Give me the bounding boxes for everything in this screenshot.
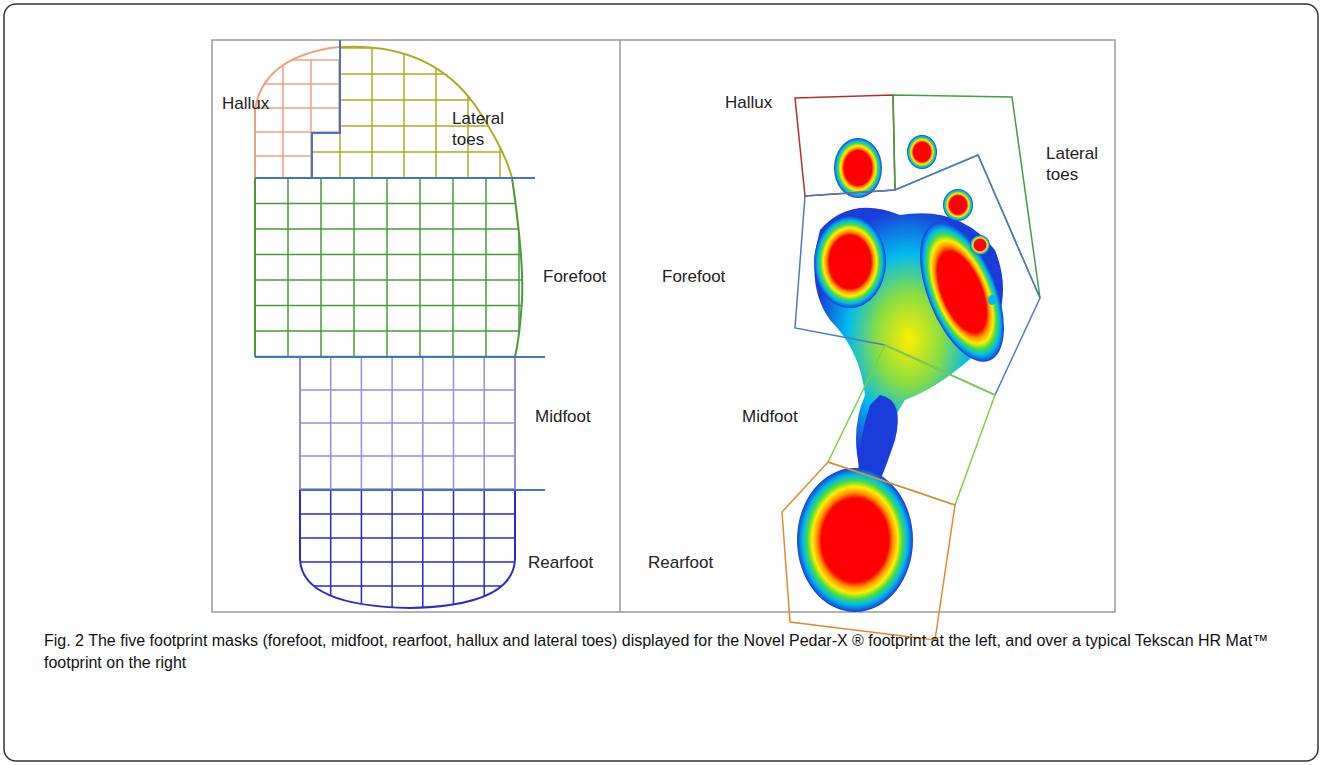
mask-dividers <box>255 40 545 490</box>
grid-line <box>240 489 575 491</box>
grid-line <box>300 357 515 358</box>
grid-line <box>361 490 363 610</box>
midfoot-outline <box>300 357 515 490</box>
region-label: Forefoot <box>662 266 742 287</box>
hallux-grid <box>195 60 400 178</box>
grid-line <box>287 178 289 357</box>
pressure-footprint <box>797 135 1021 612</box>
grid-line <box>300 422 515 424</box>
grid-line <box>240 513 575 515</box>
region-label: Lateral toes <box>1046 143 1112 186</box>
grid-line <box>195 59 400 61</box>
grid-line <box>300 455 515 457</box>
forefoot-outline <box>255 178 522 357</box>
outer-frame <box>4 4 1318 761</box>
grid-line <box>280 73 590 75</box>
region-label: Forefoot <box>543 266 623 287</box>
grid-line <box>300 488 515 490</box>
region-label: Rearfoot <box>528 552 608 573</box>
grid-line <box>280 125 590 127</box>
grid-line <box>240 609 575 611</box>
grid-line <box>422 490 424 610</box>
grid-line <box>386 178 388 357</box>
grid-line <box>353 178 355 357</box>
region-label: Hallux <box>222 93 292 114</box>
rearfoot-outline <box>300 490 515 608</box>
region-label: Midfoot <box>535 406 615 427</box>
grid-line <box>452 178 454 357</box>
grid-line <box>280 151 590 153</box>
figure-panel <box>212 40 1115 612</box>
grid-line <box>403 48 405 178</box>
region-label: Midfoot <box>742 406 822 427</box>
footprint-masks <box>782 95 1040 640</box>
grid-line <box>320 178 322 357</box>
grid-line <box>240 561 575 563</box>
grid-line <box>371 48 373 178</box>
grid-line <box>195 83 400 85</box>
grid-line <box>391 490 393 610</box>
grid-line <box>282 60 284 178</box>
grid-line <box>240 585 575 587</box>
grid-line <box>195 155 400 157</box>
grid-line <box>240 537 575 539</box>
grid-line <box>453 490 455 610</box>
grid-line <box>280 99 590 101</box>
grid-line <box>483 490 485 610</box>
region-label: Rearfoot <box>648 552 728 573</box>
grid-line <box>195 131 400 133</box>
midfoot-grid <box>300 357 515 490</box>
forefoot-grid <box>195 178 590 357</box>
grid-line <box>485 178 487 357</box>
grid-line <box>300 389 515 391</box>
region-label: Hallux <box>725 92 795 113</box>
grid-line <box>330 490 332 610</box>
figure-caption: Fig. 2 The five footprint masks (forefoo… <box>44 630 1284 673</box>
rearfoot-grid <box>240 490 575 610</box>
panel-divider <box>619 40 621 612</box>
grid-line <box>419 178 421 357</box>
region-label: Lateral toes <box>452 108 522 151</box>
